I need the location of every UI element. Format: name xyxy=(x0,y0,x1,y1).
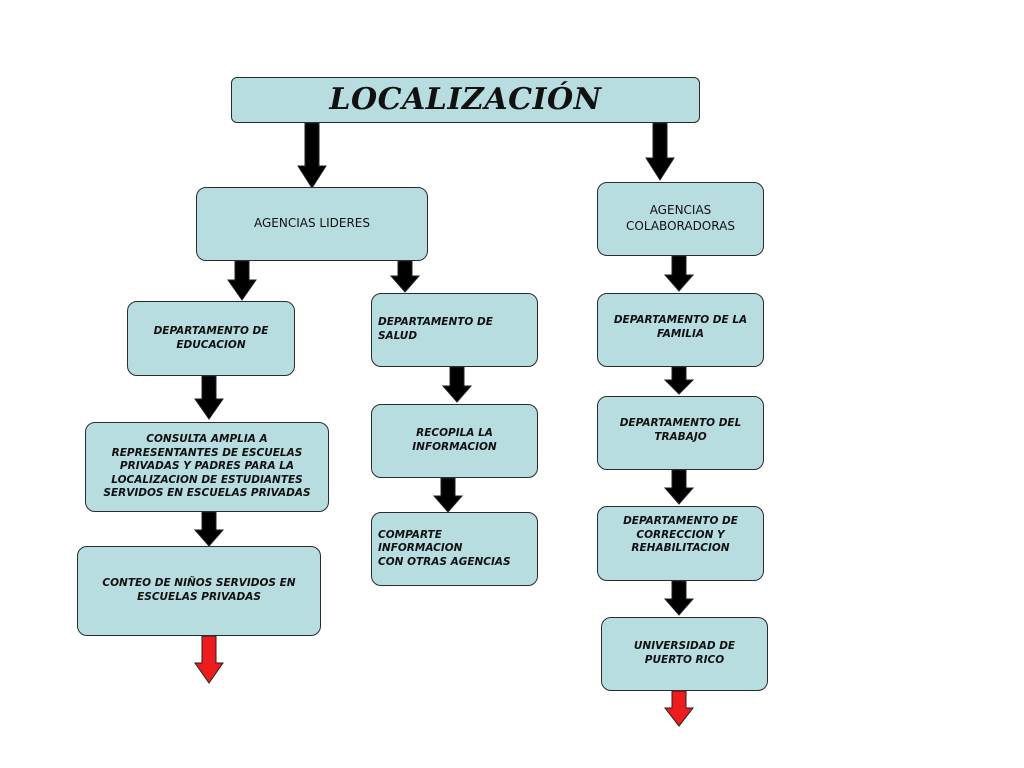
node-upr: UNIVERSIDAD DE PUERTO RICO xyxy=(601,617,768,691)
arrow-familia-to-trabajo xyxy=(663,366,695,395)
title-box: LOCALIZACIÓN xyxy=(231,77,700,123)
arrow-conteo-out xyxy=(194,635,224,684)
node-consulta: CONSULTA AMPLIA A REPRESENTANTES DE ESCU… xyxy=(85,422,329,512)
arrow-consulta-to-conteo xyxy=(193,511,225,547)
arrow-title-to-colaboradoras xyxy=(645,122,675,181)
node-comparte: COMPARTE INFORMACION CON OTRAS AGENCIAS xyxy=(371,512,538,586)
node-agencias-colaboradoras: AGENCIAS COLABORADORAS xyxy=(597,182,764,256)
arrow-correccion-to-upr xyxy=(663,580,695,616)
node-recopila: RECOPILA LA INFORMACION xyxy=(371,404,538,478)
node-depto-educacion: DEPARTAMENTO DE EDUCACION xyxy=(127,301,295,376)
arrow-upr-out xyxy=(663,690,695,727)
arrow-educacion-to-consulta xyxy=(194,375,224,420)
node-depto-trabajo: DEPARTAMENTO DEL TRABAJO xyxy=(597,396,764,470)
diagram-title: LOCALIZACIÓN xyxy=(329,82,602,117)
arrow-recopila-to-comparte xyxy=(432,477,464,513)
arrow-trabajo-to-correccion xyxy=(663,469,695,505)
arrow-colaboradoras-to-familia xyxy=(663,255,695,292)
arrow-lideres-to-educacion xyxy=(227,260,257,301)
node-depto-correccion: DEPARTAMENTO DE CORRECCION Y REHABILITAC… xyxy=(597,506,764,581)
node-depto-familia: DEPARTAMENTO DE LA FAMILIA xyxy=(597,293,764,367)
node-agencias-lideres: AGENCIAS LIDERES xyxy=(196,187,428,261)
arrow-lideres-to-salud xyxy=(389,260,421,293)
node-conteo: CONTEO DE NIÑOS SERVIDOS EN ESCUELAS PRI… xyxy=(77,546,321,636)
arrow-title-to-lideres xyxy=(297,122,327,189)
arrow-salud-to-recopila xyxy=(441,366,473,403)
node-depto-salud: DEPARTAMENTO DE SALUD xyxy=(371,293,538,367)
